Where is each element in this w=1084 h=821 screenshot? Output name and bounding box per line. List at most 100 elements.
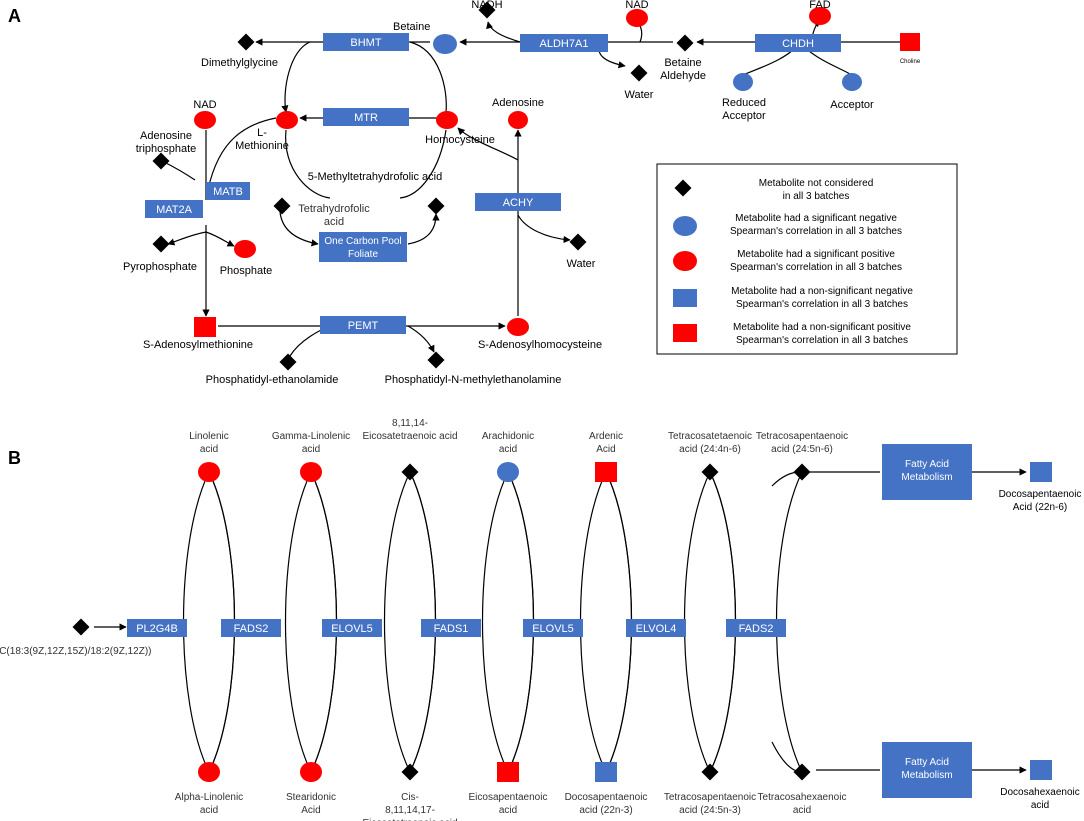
betaine-marker xyxy=(433,34,457,54)
l-methionine-marker xyxy=(276,111,298,129)
label-pyrophosphate: Pyrophosphate xyxy=(123,261,197,273)
label-betaine: Betaine xyxy=(393,21,430,33)
legend-0-l1: Metabolite not considered xyxy=(759,178,874,189)
enzyme-box xyxy=(322,619,382,637)
label-phosphate: Phosphate xyxy=(220,265,273,277)
label-sah: S-Adenosylhomocysteine xyxy=(478,339,602,351)
label-betaine-aldehyde-l1: Betaine xyxy=(664,57,701,69)
bottom-metabolite-label-l2: acid xyxy=(793,805,811,816)
dpa-top-marker xyxy=(1030,462,1052,482)
panel-a-labels: Dimethylglycine Betaine NADH NAD FAD Bet… xyxy=(123,0,921,386)
top-metabolite-marker xyxy=(198,462,220,482)
top-metabolite-label-l3: acid (24:5n-6) xyxy=(771,444,833,455)
sah-marker xyxy=(507,318,529,336)
label-pc: PC(18:3(9Z,12Z,15Z)/18:2(9Z,12Z)) xyxy=(0,646,151,657)
tpa-connector xyxy=(771,471,801,487)
enzyme-label: FADS2 xyxy=(739,623,774,635)
bottom-metabolite-label-l1: Tetracosahexaenoic xyxy=(758,792,847,803)
top-metabolite-label-l2: Tetracosapentaenoic xyxy=(756,431,848,442)
label-sam: S-Adenosylmethionine xyxy=(143,339,253,351)
fatty-acid-bottom-l2: Metabolism xyxy=(901,770,952,781)
legend-red-square-icon xyxy=(673,324,697,342)
legend-3-l1: Metabolite had a non-significant negativ… xyxy=(731,286,913,297)
label-thf-l2: acid xyxy=(324,216,344,228)
enzyme-mat2a: MAT2A xyxy=(156,204,193,216)
legend-0-l2: in all 3 batches xyxy=(783,191,850,202)
top-metabolite-marker xyxy=(595,462,617,482)
legend-box xyxy=(656,163,958,355)
legend-4-l2: Spearman's correlation in all 3 batches xyxy=(736,335,908,346)
legend-2-l1: Metabolite had a significant positive xyxy=(737,249,895,260)
top-metabolite-label-l3: Acid xyxy=(596,444,615,455)
enzyme-bhmt: BHMT xyxy=(350,37,381,49)
label-pnme: Phosphatidyl-N-methylethanolamine xyxy=(385,374,562,386)
enzyme-label: ELOVL5 xyxy=(331,623,373,635)
legend-3-l2: Spearman's correlation in all 3 batches xyxy=(736,299,908,310)
legend-2-l2: Spearman's correlation in all 3 batches xyxy=(730,262,902,273)
label-methyl-thf: 5-Methyltetrahydrofolic acid xyxy=(308,171,443,183)
pe-marker xyxy=(279,353,297,371)
bottom-metabolite-label-l1: Stearidonic xyxy=(286,792,336,803)
homocysteine-marker xyxy=(436,111,458,129)
enzyme-label: ELOVL5 xyxy=(532,623,574,635)
top-metabolite-marker xyxy=(300,462,322,482)
enzyme-label: PL2G4B xyxy=(136,623,178,635)
bottom-metabolite-label-l2: acid xyxy=(499,805,517,816)
label-l-methionine-l2: Methionine xyxy=(235,140,289,152)
enzyme-aldh7a1: ALDH7A1 xyxy=(540,38,589,50)
bottom-metabolite-label-l1: Cis- xyxy=(401,792,419,803)
enzyme-box xyxy=(523,619,583,637)
enzyme-aldh7a1-box xyxy=(520,34,608,52)
loop-curve xyxy=(182,471,210,773)
top-metabolite-label-l3: acid xyxy=(200,444,218,455)
nad-left-marker xyxy=(194,111,216,129)
thf-right-marker xyxy=(427,197,445,215)
top-metabolite-label-l3: acid (24:4n-6) xyxy=(679,444,741,455)
thf-left-marker xyxy=(273,197,291,215)
label-atp-l1: Adenosine xyxy=(140,130,192,142)
legend-1-l1: Metabolite had a significant negative xyxy=(735,213,897,224)
panel-a-enzymes: BHMT ALDH7A1 CHDH MTR MATB MAT2A ACHY On… xyxy=(145,33,841,334)
label-choline: Choline xyxy=(900,59,921,65)
top-metabolite-label-l3: acid xyxy=(302,444,320,455)
bottom-metabolite-marker xyxy=(701,763,719,781)
top-metabolite-label-l1: 8,11,14- xyxy=(392,418,428,429)
top-metabolite-label-l2: Linolenic xyxy=(189,431,228,442)
panel-b-right: Fatty Acid Metabolism Docosapentaenoic A… xyxy=(771,444,1081,811)
dha-marker xyxy=(1030,760,1052,780)
enzyme-pemt: PEMT xyxy=(348,320,379,332)
fatty-acid-top-l1: Fatty Acid xyxy=(905,459,949,470)
label-atp-l2: triphosphate xyxy=(136,143,197,155)
loop-curve xyxy=(683,471,711,773)
label-water-right: Water xyxy=(567,258,596,270)
enzyme-bhmt-box xyxy=(323,33,409,51)
bottom-metabolite-label-l1: Eicosapentaenoic xyxy=(469,792,548,803)
label-homocysteine: Homocysteine xyxy=(425,134,495,146)
panel-a-label: A xyxy=(8,6,21,26)
loop-curve xyxy=(579,471,607,773)
enzyme-chdh: CHDH xyxy=(782,38,814,50)
top-metabolite-label-l2: Gamma-Linolenic xyxy=(272,431,350,442)
enzyme-label: FADS1 xyxy=(434,623,469,635)
loop-curve xyxy=(284,471,312,773)
label-dimethylglycine: Dimethylglycine xyxy=(201,57,278,69)
pc-marker xyxy=(72,618,90,636)
bottom-metabolite-marker xyxy=(497,762,519,782)
water-top-marker xyxy=(630,64,648,82)
enzyme-one-carbon-box xyxy=(319,232,407,262)
bottom-metabolite-label-l2: acid xyxy=(200,805,218,816)
bottom-metabolite-label-l2: Acid xyxy=(301,805,320,816)
label-l-methionine-l1: L- xyxy=(257,127,267,139)
label-water-top: Water xyxy=(625,89,654,101)
choline-marker xyxy=(900,33,920,51)
bottom-metabolite-marker xyxy=(793,763,811,781)
label-acceptor: Acceptor xyxy=(830,99,874,111)
fatty-acid-metabolism-bottom-box xyxy=(882,742,972,798)
adenosine-marker xyxy=(508,111,528,129)
bottom-metabolite-marker xyxy=(198,762,220,782)
enzyme-achy-box xyxy=(475,193,561,211)
enzyme-one-carbon-l1: One Carbon Pool xyxy=(324,236,401,247)
top-metabolite-marker xyxy=(793,463,811,481)
label-reduced-acceptor-l2: Acceptor xyxy=(722,110,766,122)
top-metabolite-marker xyxy=(401,463,419,481)
